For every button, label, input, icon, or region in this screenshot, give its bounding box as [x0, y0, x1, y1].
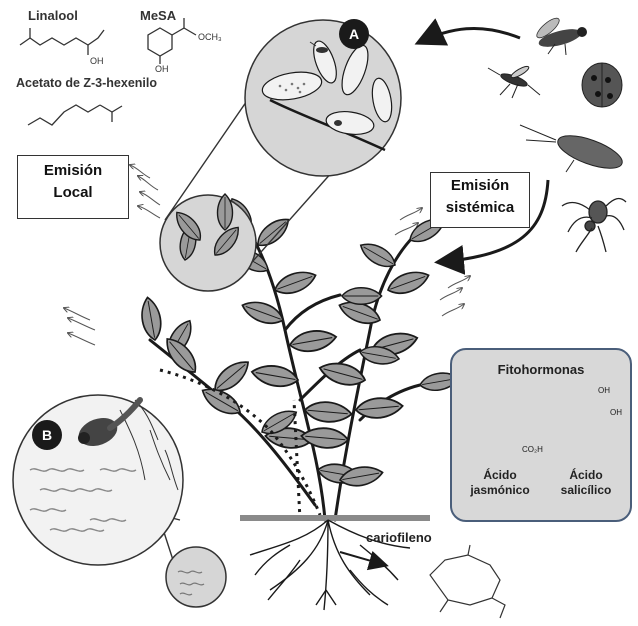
- mesa-ester-label: OCH₃: [198, 32, 222, 42]
- systemic-emission-box: Emisión sistémica: [430, 172, 530, 228]
- jasmonic-acid-line1: Ácido: [460, 468, 540, 483]
- left-emission-puffs: [64, 308, 95, 345]
- badge-a-label: A: [349, 26, 359, 42]
- systemic-emission-line1: Emisión: [431, 175, 529, 197]
- phytohormone-title: Fitohormonas: [452, 362, 630, 377]
- hexenyl-acetate-label: Acetato de Z-3-hexenilo: [16, 76, 157, 90]
- local-leaf-circle: [160, 195, 256, 291]
- salicylic-acid-line1: Ácido: [548, 468, 624, 483]
- jasmonic-co2h: CO₂H: [522, 445, 543, 454]
- local-emission-box: Emisión Local: [17, 155, 129, 219]
- soil-line: [240, 515, 430, 521]
- wasp-icon: [488, 64, 540, 98]
- jasmonic-acid-line2: jasmónico: [460, 483, 540, 498]
- spider-icon: [562, 199, 626, 252]
- linalool-structure: [20, 28, 104, 55]
- fly-icon: [534, 15, 587, 55]
- salicylic-acid-label: Ácido salicílico: [548, 468, 624, 498]
- local-emission-puffs: [130, 165, 160, 218]
- cariofileno-arrow: [340, 552, 385, 565]
- salicylic-oh-top: OH: [598, 386, 610, 395]
- jasmonic-acid-label: Ácido jasmónico: [460, 468, 540, 498]
- systemic-emission-line2: sistémica: [431, 197, 529, 219]
- linalool-label: Linalool: [28, 8, 78, 23]
- linalool-oh-label: OH: [90, 56, 104, 66]
- ladybug-icon: [582, 63, 622, 107]
- badge-b-label: B: [42, 427, 52, 443]
- local-emission-line2: Local: [18, 182, 128, 204]
- local-emission-line1: Emisión: [18, 160, 128, 182]
- mesa-oh-label: OH: [155, 64, 169, 74]
- lacewing-icon: [520, 125, 626, 175]
- mesa-structure: [148, 18, 196, 64]
- salicylic-acid-line2: salicílico: [548, 483, 624, 498]
- cariofileno-label: cariofileno: [366, 530, 432, 545]
- mesa-label: MeSA: [140, 8, 176, 23]
- hexenyl-acetate-structure: [28, 105, 122, 125]
- phytohormone-panel: Fitohormonas Ácido jasmónico Ácido salic…: [450, 348, 632, 522]
- salicylic-oh-side: OH: [610, 408, 622, 417]
- caryophyllene-structure: [430, 545, 505, 618]
- fly-to-zoom-arrow: [420, 28, 520, 42]
- root-zone-circle: [166, 547, 226, 607]
